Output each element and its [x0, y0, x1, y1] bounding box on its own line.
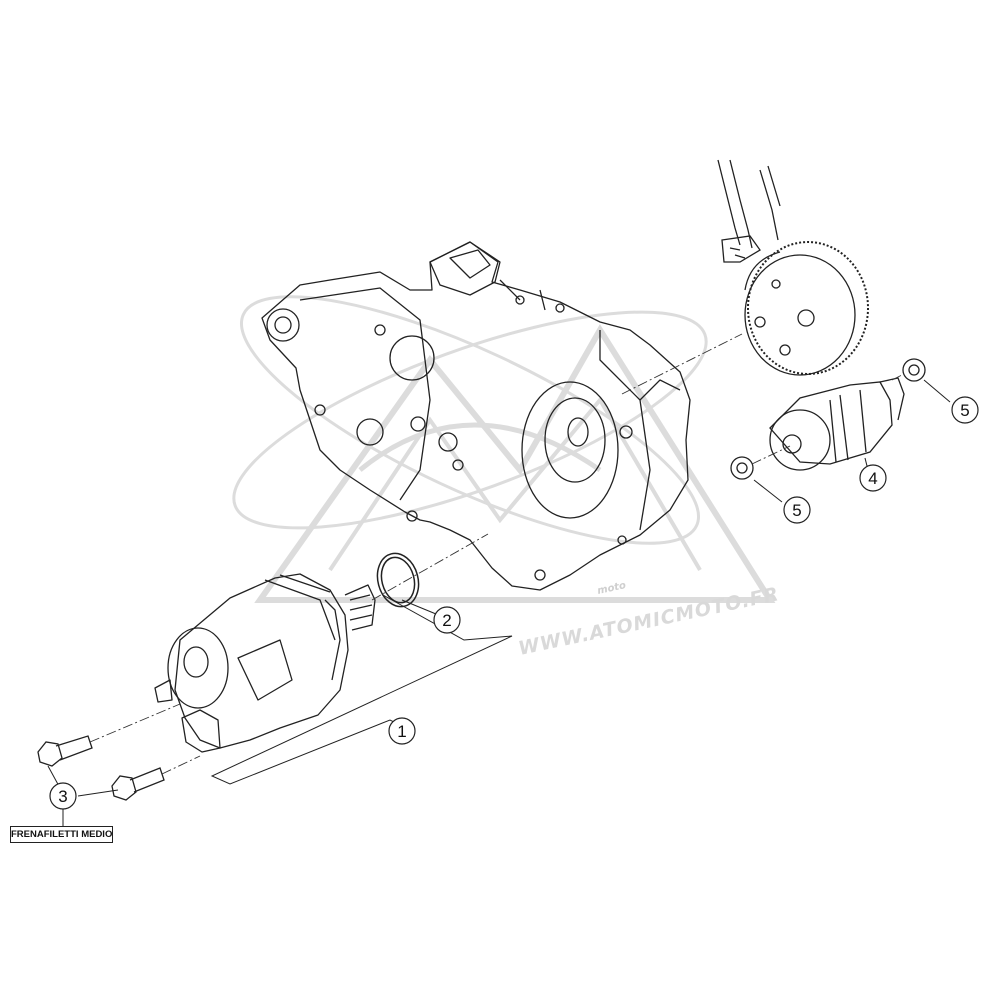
starter-clutch [769, 377, 905, 471]
callout-1-label: 1 [397, 722, 406, 741]
leader-lines [47, 379, 951, 826]
callout-5-upper-label: 5 [960, 401, 969, 420]
callout-4: 4 [859, 464, 887, 492]
watermark-brand-small: moto [596, 580, 627, 597]
bolt-upper [37, 735, 93, 767]
starter-motor [154, 573, 376, 753]
bolt-lower [111, 767, 165, 801]
watermark-url: WWW.ATOMICMOTO.FR [516, 583, 781, 660]
threadlocker-note: FRENAFILETTI MEDIO [10, 826, 113, 843]
crankcase [261, 241, 691, 591]
bushing-lower [730, 456, 754, 480]
callout-3-label: 3 [58, 787, 67, 806]
callout-2: 2 [433, 606, 461, 634]
callout-5-lower: 5 [783, 496, 811, 524]
callout-4-label: 4 [868, 469, 877, 488]
callout-1: 1 [388, 717, 416, 745]
starter-gear-assembly [717, 159, 869, 376]
o-ring [376, 552, 420, 608]
callout-5-lower-label: 5 [792, 501, 801, 520]
bushing-upper [902, 358, 926, 382]
callout-5-upper: 5 [951, 396, 979, 424]
assembly-axes [89, 333, 905, 775]
callout-3: 3 [49, 782, 77, 810]
callout-2-label: 2 [442, 611, 451, 630]
watermark-logo [232, 295, 776, 603]
